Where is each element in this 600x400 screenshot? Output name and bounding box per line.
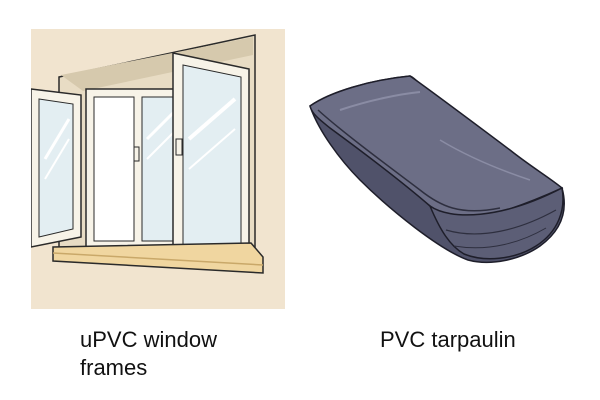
- right-sash-handle: [175, 138, 183, 156]
- tarpaulin-roll-crease: [453, 227, 547, 249]
- glass-highlight: [188, 128, 236, 170]
- tarpaulin-highlight: [439, 139, 531, 181]
- window-illustration-svg: [31, 29, 285, 309]
- tarpaulin-top-surface: [309, 75, 564, 220]
- left-sash-glass: [38, 98, 74, 238]
- tarpaulin-roll-crease: [445, 209, 557, 235]
- folded-tarpaulin-illustration: [300, 70, 570, 280]
- glass-highlight: [145, 107, 179, 141]
- window-caption: uPVC window frames: [80, 327, 217, 380]
- right-sash-glass: [182, 64, 242, 256]
- glass-highlight: [44, 138, 70, 180]
- recess-top-shade: [61, 37, 253, 91]
- glass-highlight: [43, 118, 71, 160]
- tarpaulin-fold-crease: [317, 109, 501, 212]
- centre-handle: [133, 146, 140, 162]
- sill-edge: [52, 252, 264, 266]
- tarpaulin-front-roll: [428, 186, 564, 260]
- tarpaulin-caption: PVC tarpaulin: [380, 327, 516, 352]
- tarpaulin-highlight: [339, 91, 421, 111]
- tarpaulin-illustration-svg: [309, 75, 565, 264]
- glass-highlight: [187, 97, 237, 141]
- upvc-window-illustration: [31, 29, 285, 309]
- main-glass-left: [93, 96, 135, 242]
- glass-highlight: [146, 128, 178, 160]
